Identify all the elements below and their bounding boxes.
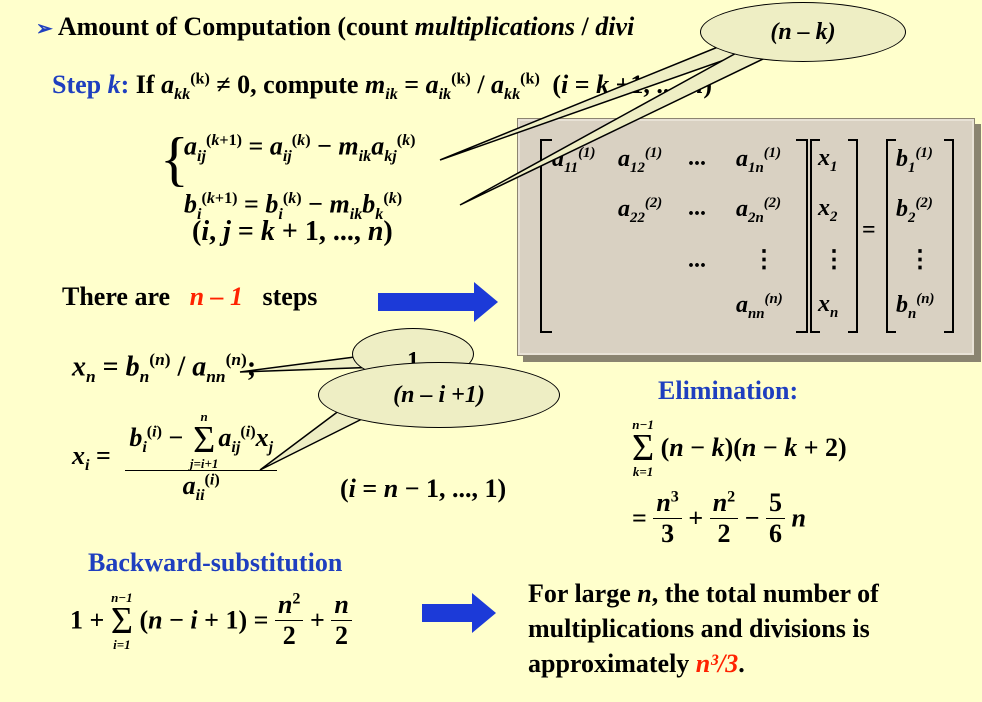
- step-if: If: [135, 70, 155, 99]
- backward-sum-lower: i=1: [113, 636, 131, 652]
- backward-label: Backward-substitution: [88, 548, 343, 577]
- title-rest: divi: [595, 12, 635, 41]
- arrow-right-icon-2: [422, 593, 496, 633]
- ij-range: (i, j = k + 1, ..., n): [192, 216, 393, 247]
- conclusion-line2: multiplications and divisions is: [528, 614, 870, 643]
- step-line: Step k: If akk(k) ≠ 0, compute mik = aik…: [52, 70, 712, 104]
- bubble-n-minus-k: (n – k): [700, 2, 906, 62]
- xi-range: (i = n − 1, ..., 1): [340, 474, 507, 503]
- conclusion-line3: approximately n³/3.: [528, 649, 745, 678]
- xn-formula: xn = bn(n) / ann(n);: [72, 350, 257, 386]
- conclusion-line1: For large n, the total number of: [528, 579, 879, 608]
- conclusion: For large n, the total number of multipl…: [528, 576, 879, 681]
- elim-tail: n: [791, 503, 807, 533]
- title-italic: multiplications: [414, 12, 576, 41]
- step-label: Step k:: [52, 70, 130, 99]
- arrow-right-icon: [378, 282, 498, 322]
- backward-sum-upper: n−1: [111, 589, 133, 605]
- steps-count: n – 1: [189, 282, 244, 311]
- title-mid: /: [575, 12, 596, 41]
- elimination-label: Elimination:: [658, 376, 799, 405]
- slide-title: ➢ Amount of Computation (count multiplic…: [36, 12, 634, 42]
- bullet-icon: ➢: [36, 18, 53, 40]
- steps-text: There are n – 1 steps: [62, 282, 317, 312]
- update-equations: { aij(k+1) = aij(k) − mikakj(k) bi(k+1) …: [160, 126, 416, 223]
- elim-sum-lower: k=1: [632, 464, 654, 479]
- bubble-n-minus-i-plus-1: (n – i +1): [318, 362, 560, 428]
- title-prefix: Amount of Computation (count: [57, 12, 415, 41]
- steps-suffix: steps: [262, 282, 318, 311]
- elim-sum-upper: n−1: [632, 417, 654, 432]
- steps-prefix: There are: [62, 282, 171, 311]
- matrix-picture: a11(1) a12(1) ... a1n(1) a22(2) ... a2n(…: [517, 118, 975, 356]
